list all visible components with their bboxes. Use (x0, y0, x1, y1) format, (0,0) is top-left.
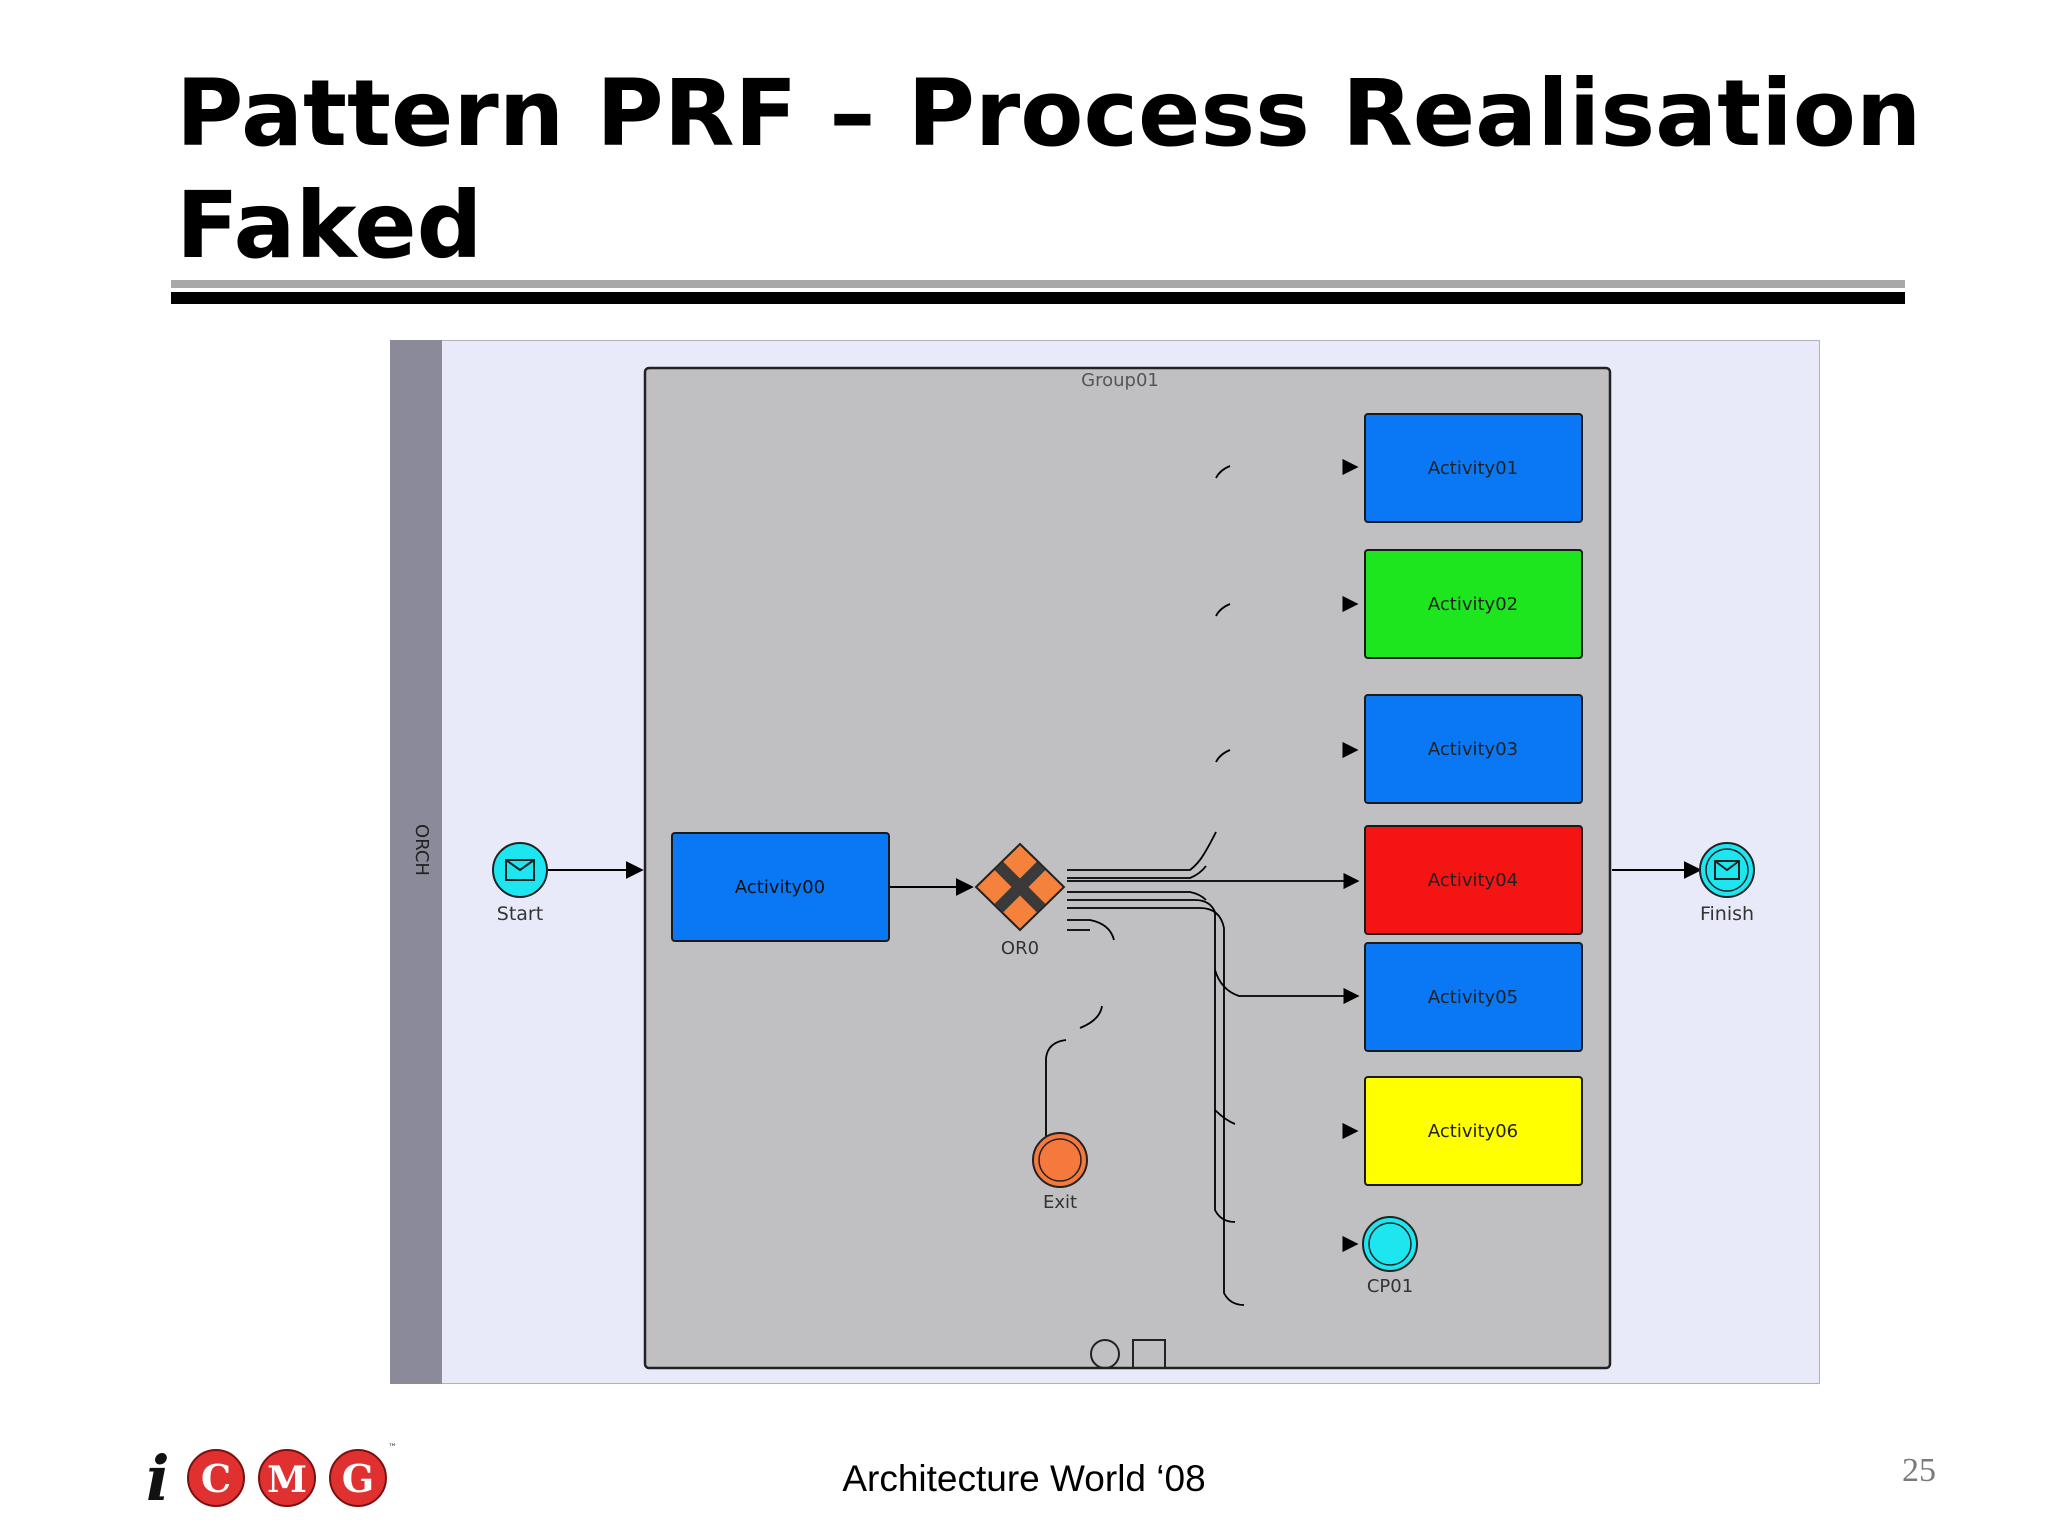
activity-00-label: Activity00 (735, 877, 825, 898)
activity-02 (1364, 549, 1583, 659)
finish-event-inner (1705, 848, 1749, 892)
flow-gateway-activity06 (1214, 1109, 1236, 1125)
page-number: 25 (1902, 1452, 1936, 1489)
activity-04 (1364, 825, 1583, 935)
flow-stubs (1215, 458, 1359, 1253)
flow-gateway-activity05 (1214, 969, 1360, 1005)
activity-01 (1364, 413, 1583, 523)
exit-event-inner (1038, 1138, 1082, 1182)
logo-letter-m: M (267, 1459, 307, 1501)
start-label: Start (497, 903, 543, 925)
title-divider-black (171, 292, 1905, 304)
finish-label: Finish (1700, 903, 1754, 925)
group-label: Group01 (1081, 370, 1159, 391)
title-divider-grey (171, 280, 1905, 288)
start-event-icon (505, 859, 535, 881)
gateway-label: OR0 (1001, 938, 1039, 959)
gateway-outgoing-flows (1067, 831, 1360, 1306)
pool-header (390, 340, 442, 1384)
activity-02-label: Activity02 (1428, 594, 1518, 615)
activity-04-label: Activity04 (1428, 870, 1518, 891)
exit-label: Exit (1043, 1192, 1077, 1213)
icmg-logo: i C M G ™ (146, 1442, 397, 1515)
activity-01-label: Activity01 (1428, 458, 1518, 479)
logo-letter-c: C (201, 1456, 231, 1501)
activity-05 (1364, 942, 1583, 1052)
activity-06 (1364, 1076, 1583, 1186)
slide-title: Pattern PRF – Process Realisation Faked (176, 60, 1922, 279)
activity-06-label: Activity06 (1428, 1121, 1518, 1142)
logo-letter-i: i (146, 1442, 170, 1515)
cp01-event-inner (1368, 1222, 1412, 1266)
activity-05-label: Activity05 (1428, 987, 1518, 1008)
activity-03-label: Activity03 (1428, 739, 1518, 760)
gateway-x-icon (994, 861, 1046, 913)
activity-00 (671, 832, 890, 942)
group-marker-square (1132, 1339, 1166, 1369)
finish-event-icon (1714, 860, 1740, 880)
cp01-label: CP01 (1367, 1276, 1413, 1297)
logo-letter-g: G (342, 1456, 374, 1501)
footer-text: Architecture World ‘08 (842, 1458, 1206, 1499)
process-diagram: ORCH Group01 Start Activity00 OR0 (390, 340, 1820, 1384)
cp01-event (1362, 1216, 1418, 1272)
activity-03 (1364, 694, 1583, 804)
exit-event (1032, 1132, 1088, 1188)
pool-label: ORCH (411, 824, 432, 876)
logo-trademark: ™ (388, 1443, 397, 1453)
group-marker-circle (1090, 1339, 1120, 1369)
